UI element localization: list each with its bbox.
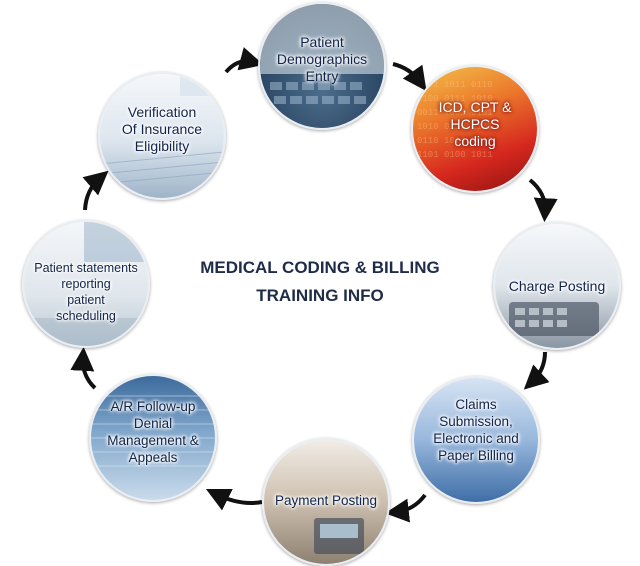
node-label: Payment Posting xyxy=(274,493,378,508)
node-insurance-verification: Verification Of Insurance Eligibility xyxy=(98,72,226,200)
diagram-title-line-2: TRAINING INFO xyxy=(256,286,384,305)
node-label: Verification Of Insurance Eligibility xyxy=(121,104,203,154)
svg-text:1010 0110 1101: 1010 0110 1101 xyxy=(417,122,493,132)
payment-terminal-image xyxy=(264,440,388,564)
code-screen-image: 0101 1011 0110 1100 0111 1010 0011 1001 … xyxy=(413,67,537,191)
node-label: Patient statements reporting patient sch… xyxy=(34,261,138,323)
node-ar-follow-up: A/R Follow-up Denial Management & Appeal… xyxy=(89,374,217,502)
arrow-payment-to-ar xyxy=(205,488,263,511)
arrow-statements-to-verification xyxy=(82,170,109,211)
node-patient-statements: Patient statements reporting patient sch… xyxy=(22,220,150,348)
node-label: Charge Posting xyxy=(508,278,606,294)
benefits-claim-form-image xyxy=(100,74,224,198)
doctor-with-patient-image xyxy=(24,222,148,346)
node-label: Patient Demographics Entry xyxy=(276,34,368,84)
node-claims-submission: Claims Submission, Electronic and Paper … xyxy=(412,376,540,504)
spreadsheet-image xyxy=(91,376,215,500)
svg-text:1101 0100 1011: 1101 0100 1011 xyxy=(417,150,493,160)
node-charge-posting: Charge Posting xyxy=(493,222,621,350)
node-icd-cpt-hcpcs: 0101 1011 0110 1100 0111 1010 0011 1001 … xyxy=(411,65,539,193)
node-label: ICD, CPT & HCPCS coding xyxy=(438,99,512,149)
svg-text:0110 1011 0010: 0110 1011 0010 xyxy=(417,136,493,146)
node-label: A/R Follow-up Denial Management & Appeal… xyxy=(107,399,199,465)
svg-text:0101 1011 0110: 0101 1011 0110 xyxy=(417,80,493,90)
claim-forms-image xyxy=(414,378,538,502)
keyboard-image xyxy=(260,4,384,128)
node-patient-demographics: Patient Demographics Entry xyxy=(258,2,386,130)
arrow-verification-to-demographics xyxy=(224,47,264,74)
node-label: Claims Submission, Electronic and Paper … xyxy=(433,397,519,463)
node-payment-posting: Payment Posting xyxy=(262,438,390,566)
svg-text:0011 1001 0101: 0011 1001 0101 xyxy=(417,108,493,118)
calculator-image xyxy=(495,224,619,348)
svg-text:1100 0111 1010: 1100 0111 1010 xyxy=(417,94,493,104)
diagram-title-line-1: MEDICAL CODING & BILLING xyxy=(200,258,440,277)
